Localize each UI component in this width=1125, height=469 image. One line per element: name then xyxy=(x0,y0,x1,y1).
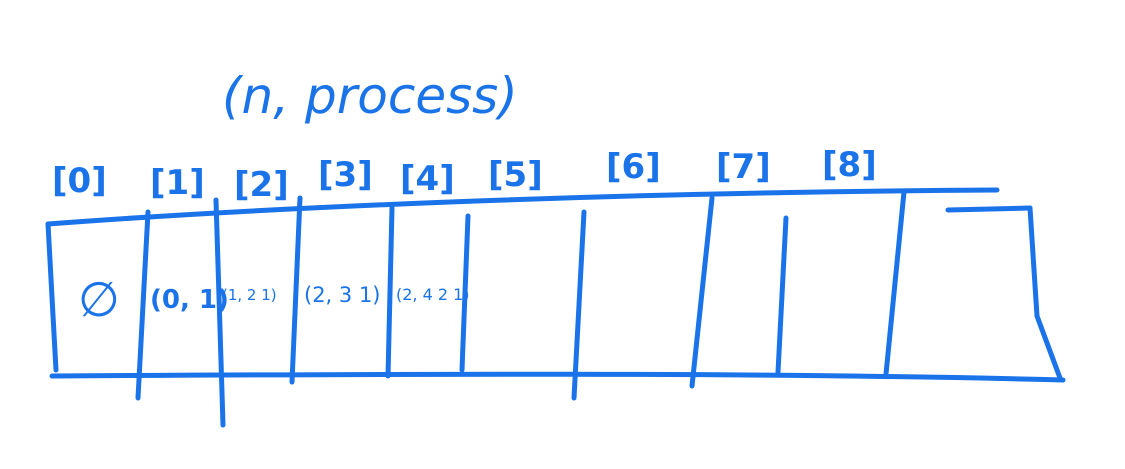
array-top-border xyxy=(45,187,1000,227)
index-label-7: [7] xyxy=(716,147,771,187)
cell-divider-9 xyxy=(883,189,907,377)
cell-divider-1 xyxy=(135,209,151,401)
cell-1-value: (0, 1) xyxy=(150,285,229,315)
cell-divider-2 xyxy=(213,197,226,428)
index-label-2: [2] xyxy=(234,165,289,205)
cell-divider-4 xyxy=(385,205,395,379)
cell-divider-8 xyxy=(775,215,789,375)
array-top-border-end xyxy=(945,205,1033,213)
cell-2-value: (1, 2 1) xyxy=(222,286,277,304)
array-left-border xyxy=(45,221,59,373)
cell-3-value: (2, 3 1) xyxy=(304,283,381,307)
index-label-3: [3] xyxy=(318,155,373,195)
cell-0-value: ∅ xyxy=(78,272,120,328)
index-label-5: [5] xyxy=(488,155,543,195)
array-right-border xyxy=(1027,205,1063,381)
cell-divider-3 xyxy=(289,195,303,385)
index-label-8: [8] xyxy=(822,145,877,185)
index-label-1: [1] xyxy=(150,163,205,203)
index-label-0: [0] xyxy=(52,161,107,201)
index-label-6: [6] xyxy=(606,147,661,187)
cell-4-value: (2, 4 2 1) xyxy=(396,285,470,304)
array-bottom-border xyxy=(49,371,1066,383)
diagram-title: (n, process) xyxy=(222,67,518,125)
cell-divider-7 xyxy=(689,195,715,389)
index-label-4: [4] xyxy=(400,159,455,199)
cell-divider-6 xyxy=(571,209,587,401)
cell-divider-5 xyxy=(459,213,471,373)
